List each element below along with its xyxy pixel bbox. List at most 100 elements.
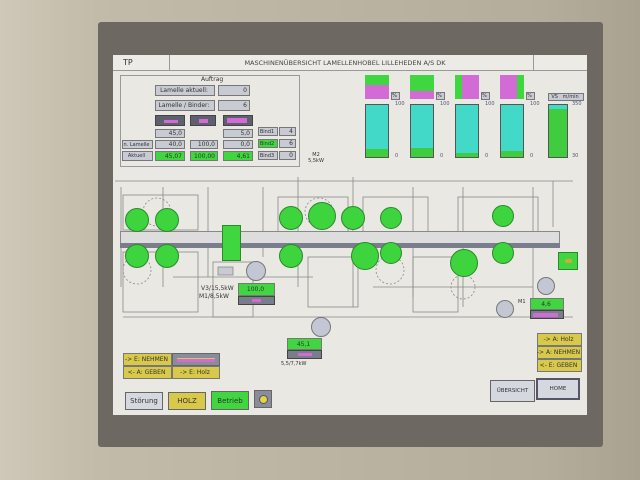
spindle-active-icon <box>380 207 402 229</box>
roller-icon <box>496 300 514 318</box>
spindle-active-icon <box>155 208 179 232</box>
lamelle-aktuell-label: Lamelle aktuell: <box>155 85 215 96</box>
soll-profile[interactable]: 5,0 <box>223 129 253 138</box>
aktuell-thickness: 45,07 <box>155 151 185 161</box>
bind2-button[interactable]: Bind2 <box>258 139 278 148</box>
e-nehmen-button[interactable]: -> E: NEHMEN <box>123 353 172 366</box>
spindle-active-icon <box>341 206 365 230</box>
lamelle-binder-value[interactable]: 6 <box>218 100 250 111</box>
gauge-max-label: 100 <box>485 101 495 107</box>
workpiece-sensor <box>222 225 241 261</box>
lamelle-aktuell-value[interactable]: 0 <box>218 85 250 96</box>
gauge-min-label: 0 <box>530 153 534 159</box>
a-holz-button[interactable]: -> A: Holz <box>537 333 582 346</box>
bind1-button[interactable]: Bind1 <box>258 127 278 136</box>
uebersicht-button[interactable]: ÜBERSICHT <box>490 380 535 402</box>
page-title: MASCHINENÜBERSICHT LAMELLENHOBEL LILLEHE… <box>244 59 446 67</box>
bind1-value: 4 <box>279 127 296 136</box>
bind2-value: 6 <box>279 139 296 148</box>
n-lamelle-label: n. Lamelle <box>122 140 153 149</box>
n-lamelle-thickness[interactable]: 40,0 <box>155 140 185 149</box>
spindle-active-icon <box>308 202 336 230</box>
roller-icon <box>537 277 555 295</box>
profile-indicator-icon <box>530 310 564 319</box>
gauge-max-label: 100 <box>440 101 450 107</box>
spindle-active-icon <box>351 242 379 270</box>
gauge-unit: % <box>526 92 535 100</box>
betrieb-button[interactable]: Betrieb <box>211 391 249 410</box>
speed-max-label: 350 <box>572 101 582 107</box>
conveyor-rail <box>120 243 560 248</box>
gauge-unit: % <box>391 92 400 100</box>
spindle-active-icon <box>492 242 514 264</box>
motor-label-bottom: 5,5/7,7kW <box>281 361 307 367</box>
aktuell-profile: 4,61 <box>223 151 253 161</box>
gauge-fill <box>366 149 388 157</box>
gauge-min-label: 0 <box>485 153 489 159</box>
bind3-button[interactable]: Bind3 <box>258 151 278 160</box>
title-bar: TP MASCHINENÜBERSICHT LAMELLENHOBEL LILL… <box>113 55 587 71</box>
motor-label-m1: M1/8,5kW <box>199 293 229 300</box>
board-indicator <box>172 353 220 366</box>
home-button[interactable]: HOME <box>536 378 580 400</box>
spindle-active-icon <box>125 208 149 232</box>
spindle-active-icon <box>155 244 179 268</box>
value-mid[interactable]: 45,1 <box>287 338 322 350</box>
gauge-fill <box>411 147 433 157</box>
speed-label-text: VS <box>551 94 558 100</box>
thickness-icon <box>155 115 185 126</box>
a-nehmen-button[interactable]: -> A: NEHMEN <box>537 346 582 359</box>
gauge-max-label: 100 <box>530 101 540 107</box>
gauge-unit: % <box>481 92 490 100</box>
holz-button[interactable]: HOLZ <box>168 392 206 410</box>
auftrag-panel <box>120 75 300 167</box>
speed-min-label: 30 <box>572 153 579 159</box>
fan-icon[interactable] <box>254 390 272 408</box>
speed-bar <box>548 104 568 158</box>
a-geben-button[interactable]: <- A: GEBEN <box>123 366 172 379</box>
e-holz-button[interactable]: -> E: Holz <box>172 366 220 379</box>
spindle-active-icon <box>380 242 402 264</box>
machine-diagram <box>115 177 573 318</box>
gauge-max-label: 100 <box>395 101 405 107</box>
roller-icon <box>246 261 266 281</box>
bind3-value: 0 <box>279 151 296 160</box>
motor-label-right: M1 <box>518 299 526 305</box>
gauge-fill <box>501 150 523 157</box>
gauge-mode-icon <box>500 75 524 99</box>
gauge-unit: % <box>436 92 445 100</box>
speed-fill <box>549 108 567 157</box>
auftrag-title: Auftrag <box>201 76 224 83</box>
stoerung-button[interactable]: Störung <box>125 392 163 410</box>
value-right[interactable]: 4,6 <box>530 298 564 310</box>
roller-icon <box>311 317 331 337</box>
gauge-bar <box>500 104 524 158</box>
outfeed-icon[interactable] <box>558 252 578 270</box>
aktuell-label: Aktuell <box>122 151 153 161</box>
aktuell-width: 100,00 <box>190 151 218 161</box>
e-geben-button[interactable]: <- E: GEBEN <box>537 359 582 372</box>
profile-icon <box>223 115 253 126</box>
n-lamelle-width[interactable]: 100,0 <box>190 140 218 149</box>
lamelle-binder-label: Lamelle / Binder: <box>155 100 215 111</box>
motor-label-top: M2 5,5kW <box>308 152 324 164</box>
motor-label-v3: V3/15,5kW <box>201 285 234 292</box>
soll-thickness[interactable]: 45,0 <box>155 129 185 138</box>
hmi-screen: TP MASCHINENÜBERSICHT LAMELLENHOBEL LILL… <box>113 55 587 415</box>
height-indicator-icon <box>287 350 322 359</box>
width-icon <box>190 115 216 126</box>
spindle-active-icon <box>492 205 514 227</box>
thickness-indicator-icon <box>238 296 275 305</box>
gauge-mode-icon <box>455 75 479 99</box>
gauge-bar <box>365 104 389 158</box>
gauge-mode-icon <box>410 75 434 99</box>
n-lamelle-profile[interactable]: 0,0 <box>223 140 253 149</box>
value-left[interactable]: 100,0 <box>238 283 275 296</box>
gauge-bar <box>455 104 479 158</box>
spindle-active-icon <box>125 244 149 268</box>
divider <box>533 55 534 71</box>
gauge-bar <box>410 104 434 158</box>
gauge-fill <box>456 152 478 157</box>
gauge-mode-icon <box>365 75 389 99</box>
